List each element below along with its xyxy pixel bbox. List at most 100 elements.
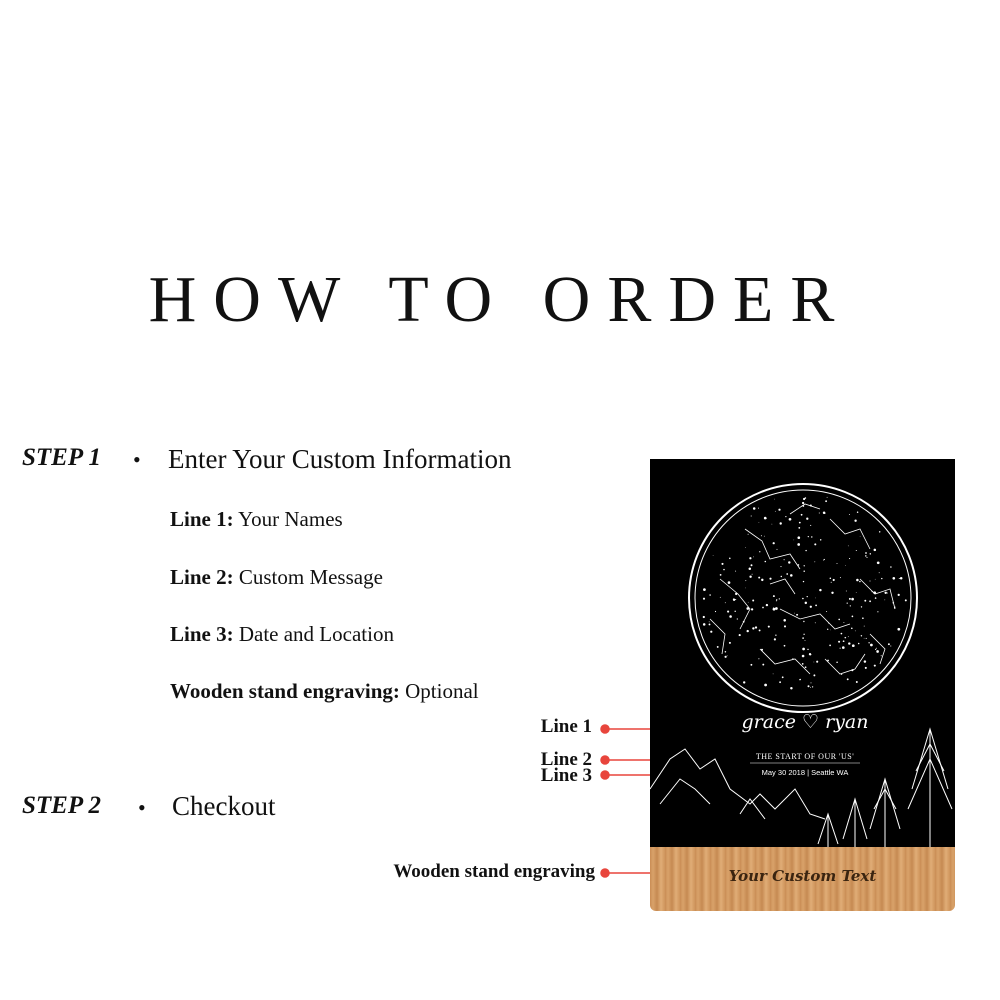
- star: [746, 607, 750, 610]
- star: [749, 575, 752, 578]
- star: [857, 642, 860, 645]
- star: [803, 497, 806, 501]
- star: [827, 659, 830, 662]
- star: [729, 615, 732, 618]
- product-date-location: May 30 2018 | Seattle WA: [761, 768, 849, 777]
- star: [803, 570, 805, 572]
- star: [864, 666, 867, 669]
- star: [841, 646, 845, 649]
- star: [763, 535, 765, 537]
- star: [771, 523, 773, 525]
- star: [838, 618, 841, 621]
- star: [727, 581, 731, 584]
- star: [839, 577, 841, 579]
- star: [830, 629, 831, 631]
- star: [752, 599, 755, 602]
- constellations: [709, 503, 896, 675]
- star: [736, 618, 738, 620]
- star: [735, 570, 737, 572]
- star: [745, 587, 746, 589]
- star: [886, 592, 888, 594]
- star: [750, 608, 754, 611]
- star: [764, 683, 767, 687]
- star: [783, 625, 787, 628]
- star: [772, 607, 776, 611]
- star: [712, 555, 714, 556]
- star: [802, 597, 804, 600]
- star: [804, 639, 806, 641]
- star: [898, 577, 900, 580]
- star: [783, 619, 786, 622]
- star: [732, 598, 735, 601]
- star: [847, 636, 849, 638]
- star: [854, 630, 856, 632]
- star: [788, 517, 792, 521]
- star: [716, 645, 719, 648]
- star: [873, 548, 877, 552]
- star: [752, 627, 755, 630]
- star: [881, 577, 883, 580]
- product-image: grace ♡ ryan THE START OF OUR 'US' May 3…: [650, 459, 955, 912]
- star: [875, 648, 877, 650]
- star: [838, 640, 841, 643]
- star: [809, 605, 812, 608]
- line1-value: Your Names: [238, 507, 343, 531]
- star-map-artwork: [650, 483, 953, 849]
- star: [811, 536, 813, 538]
- star: [758, 507, 759, 509]
- star-map-plaque: grace ♡ ryan THE START OF OUR 'US' May 3…: [650, 459, 955, 849]
- star: [802, 647, 805, 651]
- star: [869, 553, 872, 555]
- star: [710, 630, 713, 633]
- star: [798, 526, 801, 529]
- star: [863, 625, 865, 627]
- star: [772, 673, 774, 675]
- star: [863, 660, 867, 663]
- step1-label: STEP 1: [22, 444, 101, 471]
- star: [865, 637, 867, 639]
- star: [816, 660, 819, 663]
- step1-bullet: •: [133, 447, 141, 472]
- line3-key: Line 3:: [170, 622, 234, 646]
- star: [788, 561, 791, 564]
- star: [804, 666, 807, 669]
- star: [799, 679, 801, 681]
- star: [775, 607, 778, 610]
- star: [754, 626, 758, 629]
- star: [775, 600, 777, 602]
- star: [772, 607, 774, 608]
- star: [774, 510, 776, 512]
- star: [819, 588, 822, 592]
- star: [783, 644, 786, 647]
- star: [829, 577, 832, 579]
- step2-text: Checkout: [172, 791, 276, 821]
- star: [809, 653, 812, 656]
- star: [747, 533, 749, 535]
- star: [890, 645, 892, 647]
- line3-value: Date and Location: [238, 622, 394, 646]
- star: [779, 522, 782, 525]
- star: [830, 581, 832, 583]
- star: [865, 552, 867, 554]
- star: [721, 562, 724, 565]
- line2-value: Custom Message: [238, 565, 383, 589]
- star: [855, 549, 857, 552]
- pointer-dot-line1: [600, 724, 610, 734]
- star: [813, 674, 816, 677]
- star: [797, 536, 801, 540]
- star: [802, 580, 805, 583]
- star: [884, 599, 886, 601]
- star: [735, 598, 737, 601]
- star: [810, 682, 812, 684]
- product-names: grace ♡ ryan: [741, 711, 869, 733]
- star: [814, 622, 816, 624]
- line3-instruction: Line 3: Date and Location: [170, 622, 394, 647]
- star: [767, 625, 770, 628]
- star: [758, 576, 761, 579]
- star: [848, 597, 851, 600]
- star: [702, 623, 706, 626]
- star: [743, 681, 746, 684]
- line1-key: Line 1:: [170, 507, 234, 531]
- star: [714, 610, 717, 613]
- star: [862, 617, 864, 620]
